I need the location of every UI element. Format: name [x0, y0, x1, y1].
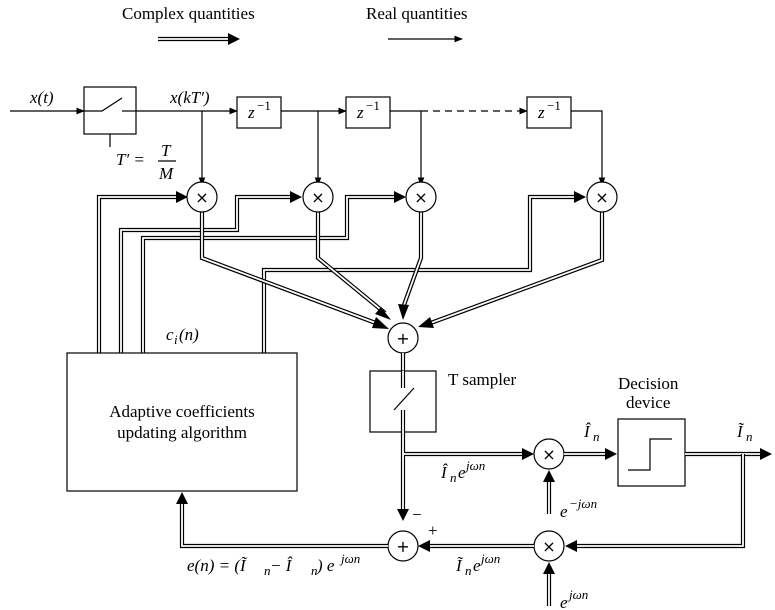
svg-text:e: e	[560, 502, 568, 521]
sampled-signal-label: x(kT′)	[169, 88, 210, 107]
legend-complex-arrow	[158, 33, 240, 45]
sampler-output-paths	[397, 432, 534, 521]
input-signal-label: x(t)	[29, 88, 54, 107]
adaptive-block-label-line2: updating algorithm	[117, 423, 247, 442]
decision-device-label-line2: device	[626, 393, 670, 412]
svg-text:jωn: jωn	[464, 458, 485, 473]
rotated-decision-path	[418, 540, 534, 552]
svg-text:n: n	[264, 563, 271, 578]
error-signal-label: e(n) = (Ĩ n − Î n ) e jωn	[187, 551, 360, 578]
svg-text:×: ×	[542, 445, 555, 464]
delay-block-2: z −1	[345, 96, 391, 129]
svg-text:+: +	[396, 537, 409, 556]
svg-text:−jωn: −jωn	[569, 496, 597, 511]
decision-device	[617, 418, 686, 487]
error-summer: +	[387, 530, 419, 562]
decision-device-label-line1: Decision	[618, 374, 679, 393]
svg-text:e: e	[458, 463, 466, 482]
decision-feedback-path	[565, 454, 746, 552]
sampling-period-lhs: T′ =	[116, 150, 145, 169]
rotation-multiplier: ×	[533, 530, 565, 562]
t-sampler-switch	[369, 370, 437, 433]
svg-text:Ĩ: Ĩ	[455, 556, 464, 575]
sampling-period-numerator: T	[161, 141, 172, 160]
svg-text:e: e	[473, 556, 481, 575]
svg-text:n: n	[746, 429, 753, 444]
svg-text:) e: ) e	[316, 556, 335, 575]
rotated-decision-label: Ĩ n e jωn	[455, 551, 500, 578]
svg-text:×: ×	[595, 188, 608, 207]
legend-real-label: Real quantities	[366, 4, 468, 23]
delay-block-1: z −1	[236, 96, 282, 129]
svg-text:e: e	[560, 593, 568, 610]
tap-multiplier-4: ×	[586, 181, 618, 213]
error-minus-sign: −	[412, 505, 422, 524]
svg-text:−1: −1	[257, 98, 271, 113]
svg-text:e(n) = (Ĩ: e(n) = (Ĩ	[187, 556, 248, 575]
svg-text:+: +	[396, 329, 409, 348]
decision-output-label: Ĩ n	[736, 422, 753, 444]
svg-text:Î: Î	[583, 422, 591, 441]
svg-text:z: z	[537, 103, 545, 122]
svg-text:n: n	[593, 429, 600, 444]
derotation-multiplier: ×	[533, 438, 565, 470]
svg-text:Î: Î	[440, 463, 448, 482]
svg-text:×: ×	[542, 537, 555, 556]
t-sampler-label: T sampler	[448, 370, 516, 389]
coefficients-label: c i (n)	[166, 325, 199, 347]
svg-text:×: ×	[195, 188, 208, 207]
svg-text:n: n	[311, 563, 318, 578]
svg-text:×: ×	[414, 188, 427, 207]
derotation-input	[543, 470, 555, 514]
svg-text:jωn: jωn	[339, 551, 360, 566]
svg-text:n: n	[465, 563, 472, 578]
legend-complex-label: Complex quantities	[122, 4, 255, 23]
sampling-period-denominator: M	[158, 164, 174, 183]
svg-text:jωn: jωn	[567, 587, 588, 602]
svg-text:−1: −1	[547, 98, 561, 113]
derotation-label: e −jωn	[560, 496, 597, 521]
svg-text:− Î: − Î	[270, 556, 293, 575]
equalized-to-decision	[564, 448, 617, 460]
delay-block-3: z −1	[526, 96, 572, 129]
svg-text:z: z	[247, 103, 255, 122]
rotation-input	[543, 562, 555, 606]
input-sampler-switch	[83, 86, 137, 147]
equalized-rotated-label: Î n e jωn	[440, 458, 485, 485]
tap-multiplier-3: ×	[405, 181, 437, 213]
svg-text:(n): (n)	[179, 325, 199, 344]
svg-text:i: i	[174, 332, 178, 347]
adaptive-coefficients-block: Adaptive coefficients updating algorithm	[66, 352, 298, 492]
rotation-label: e jωn	[560, 587, 588, 610]
coefficient-paths	[96, 191, 586, 353]
adaptive-block-label-line1: Adaptive coefficients	[109, 402, 255, 421]
decision-output	[685, 448, 772, 460]
svg-text:jωn: jωn	[479, 551, 500, 566]
svg-text:c: c	[166, 325, 174, 344]
tap-summer: +	[387, 322, 419, 354]
svg-text:×: ×	[311, 188, 324, 207]
error-plus-sign: +	[428, 521, 438, 540]
tap-multiplier-1: ×	[186, 181, 218, 213]
svg-text:Ĩ: Ĩ	[736, 422, 745, 441]
tap-output-paths	[199, 212, 605, 329]
svg-text:z: z	[356, 103, 364, 122]
tap-4-wire	[571, 110, 606, 186]
error-feedback-path	[176, 492, 388, 549]
svg-text:n: n	[450, 470, 457, 485]
tap-multiplier-2: ×	[302, 181, 334, 213]
svg-text:−1: −1	[366, 98, 380, 113]
equalized-label: Î n	[583, 422, 600, 444]
